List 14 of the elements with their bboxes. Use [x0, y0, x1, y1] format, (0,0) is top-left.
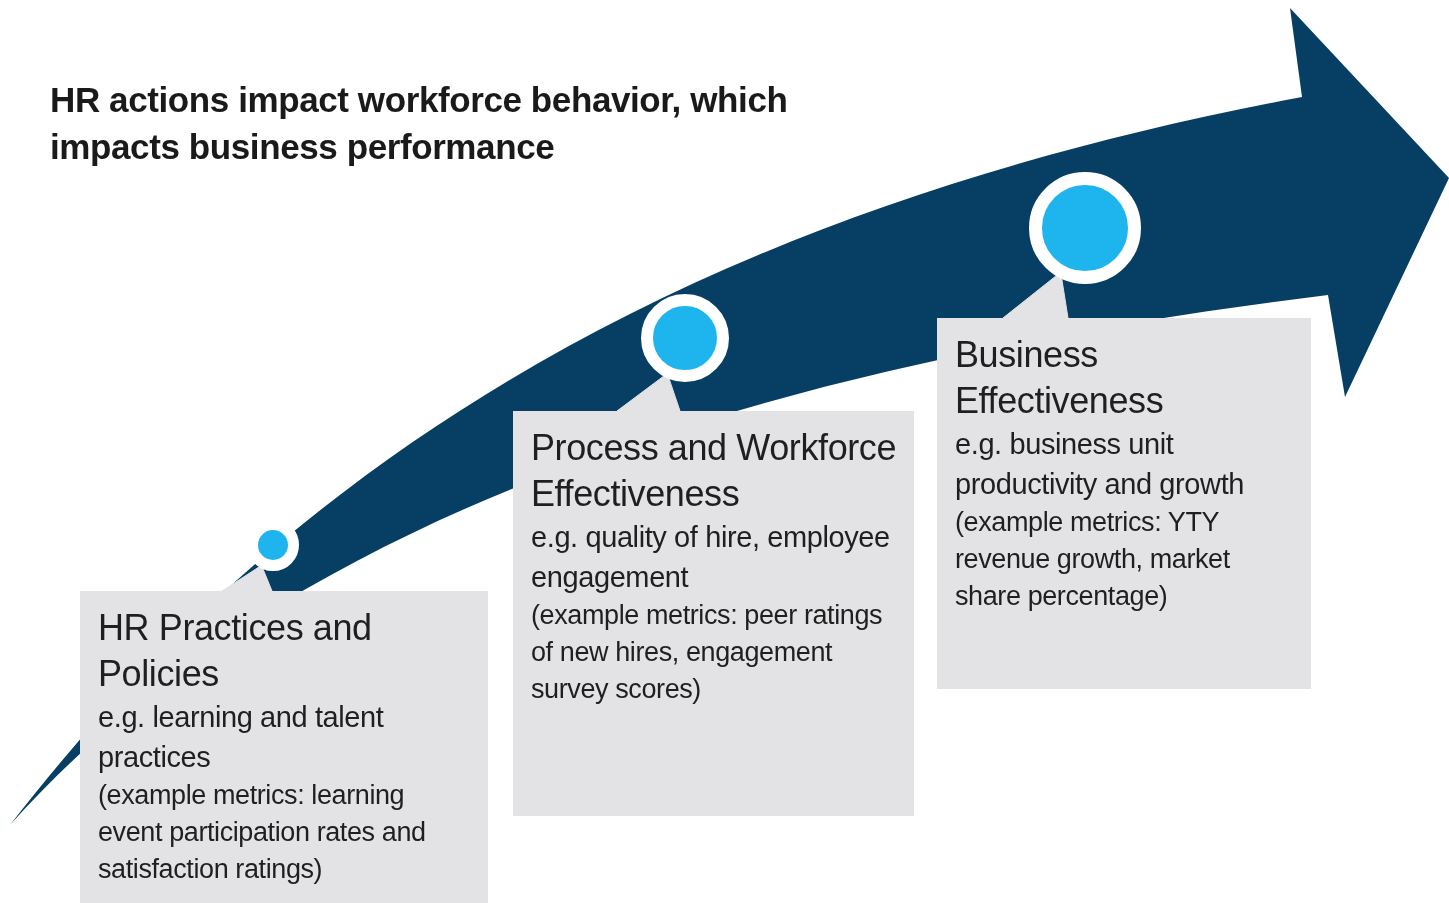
- stage-heading: HR Practices and Policies: [98, 606, 373, 696]
- example-text: e.g. learning and talent practices: [98, 700, 385, 775]
- metrics-text: (example metrics: learning event participation rates and satisfaction ratings): [98, 779, 427, 886]
- callout-box: [937, 318, 1311, 689]
- metrics-text: (example metrics: peer ratings of new hires, engagement survey scores): [531, 599, 884, 706]
- diagram-title: HR actions impact workforce behavior, which impacts business performance: [50, 79, 789, 168]
- callout-pointer: [221, 564, 273, 592]
- example-text: e.g. quality of hire, employee engagement: [531, 520, 891, 595]
- metrics-text: (example metrics: YTY revenue growth, market share percentage): [955, 506, 1231, 613]
- stage-heading: Process and Workforce Effectiveness: [531, 426, 898, 516]
- stage-heading: Business Effectiveness: [955, 333, 1165, 423]
- callout-box: [80, 591, 488, 903]
- callout-box: [513, 411, 914, 816]
- example-text: e.g. business unit productivity and growth: [955, 427, 1245, 502]
